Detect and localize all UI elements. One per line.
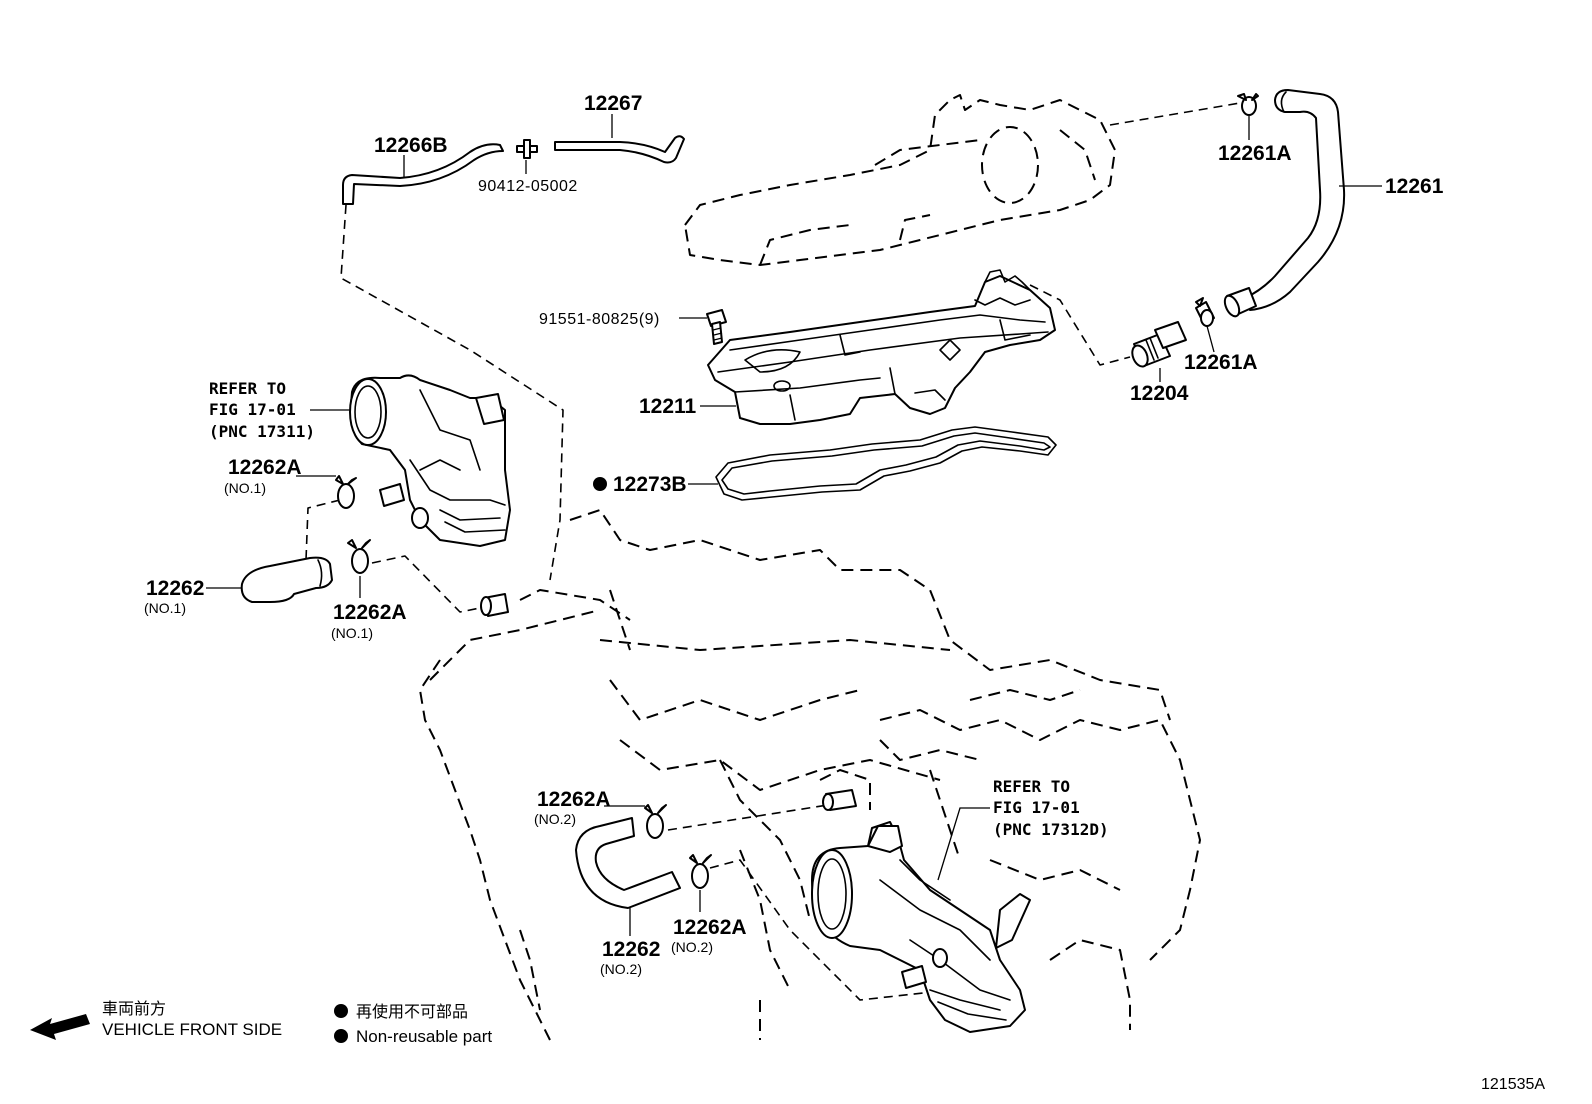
callouts: 12267 12266B 90412-05002 12261A 12261 91… <box>144 92 1444 977</box>
reference-left-line2: FIG 17-01 <box>209 400 296 419</box>
pipe-stub-left <box>480 593 509 617</box>
callout-12262a-no2-b-sub: (NO.2) <box>671 939 713 955</box>
clamp-12262a-no1-lower <box>347 539 371 574</box>
clamp-12262a-no2-lower <box>689 854 712 889</box>
clamp-12261a-top <box>1237 93 1259 116</box>
callout-12262a-no2-b: 12262A <box>673 916 747 939</box>
callout-12261: 12261 <box>1385 175 1444 198</box>
reference-right: REFER TO FIG 17-01 (PNC 17312D) <box>993 777 1109 839</box>
intake-elbow-left <box>349 374 511 547</box>
callout-12262-no1-sub: (NO.1) <box>144 600 186 616</box>
hose-12266b <box>342 143 504 205</box>
legend-nonreusable-jp: 再使用不可部品 <box>356 1002 468 1021</box>
legend: 車両前方 VEHICLE FRONT SIDE 再使用不可部品 Non-reus… <box>30 999 492 1046</box>
intake-elbow-right <box>811 821 1031 1033</box>
callout-12261a-top: 12261A <box>1218 142 1292 165</box>
nonreusable-bullet-icon <box>334 1004 348 1018</box>
hose-12262-no1 <box>240 556 333 603</box>
engine-block-outline <box>419 509 1201 1041</box>
pipe-stub-right <box>822 789 857 811</box>
gasket-12273b <box>715 426 1057 501</box>
callout-12262-no1: 12262 <box>146 577 204 600</box>
bolt-91551 <box>706 309 727 345</box>
routing-lines <box>305 102 1241 1001</box>
leader-lines <box>206 114 1382 936</box>
clamp-12261a-mid <box>1195 297 1215 327</box>
callout-12267: 12267 <box>584 92 642 115</box>
callout-12262a-no2-a-sub: (NO.2) <box>534 811 576 827</box>
callout-90412-05002: 90412-05002 <box>478 178 578 195</box>
callout-12262a-no1-a-sub: (NO.1) <box>224 480 266 496</box>
nonreusable-bullet-icon-2 <box>334 1029 348 1043</box>
hose-12261 <box>1223 89 1346 318</box>
legend-direction-jp: 車両前方 <box>102 999 166 1018</box>
callout-91551-80825: 91551-80825(9) <box>539 311 660 328</box>
nonreusable-mark-12273b <box>593 477 607 491</box>
cylinder-head-cover-12211 <box>707 269 1056 425</box>
legend-direction-en: VEHICLE FRONT SIDE <box>102 1020 282 1039</box>
hose-12262-no2 <box>575 817 681 909</box>
callout-12204: 12204 <box>1130 382 1189 405</box>
front-arrow-icon <box>30 1014 90 1040</box>
reference-right-line1: REFER TO <box>993 777 1070 796</box>
clamp-12262a-no2-upper <box>644 804 667 839</box>
reference-left-line1: REFER TO <box>209 379 286 398</box>
clamp-12262a-no1-upper <box>335 475 357 509</box>
intake-manifold-outline <box>684 94 1116 266</box>
callout-12266b: 12266B <box>374 134 448 157</box>
callout-12262a-no2-a: 12262A <box>537 788 611 811</box>
legend-nonreusable-en: Non-reusable part <box>356 1027 492 1046</box>
callout-12262-no2: 12262 <box>602 938 660 961</box>
callout-12261a-mid: 12261A <box>1184 351 1258 374</box>
callout-12211: 12211 <box>639 395 697 418</box>
callout-12273b: 12273B <box>613 473 687 496</box>
callout-12262-no2-sub: (NO.2) <box>600 961 642 977</box>
callout-12262a-no1-b-sub: (NO.1) <box>331 625 373 641</box>
reference-right-line2: FIG 17-01 <box>993 798 1080 817</box>
union-90412-05002 <box>516 139 538 159</box>
reference-left: REFER TO FIG 17-01 (PNC 17311) <box>209 379 315 441</box>
callout-12262a-no1-a: 12262A <box>228 456 302 479</box>
illustration-code: 121535A <box>1481 1076 1545 1093</box>
pcv-valve-12204 <box>1131 321 1187 368</box>
reference-left-line3: (PNC 17311) <box>209 422 315 441</box>
callout-12262a-no1-b: 12262A <box>333 601 407 624</box>
reference-right-line3: (PNC 17312D) <box>993 820 1109 839</box>
hose-12267 <box>554 135 685 164</box>
